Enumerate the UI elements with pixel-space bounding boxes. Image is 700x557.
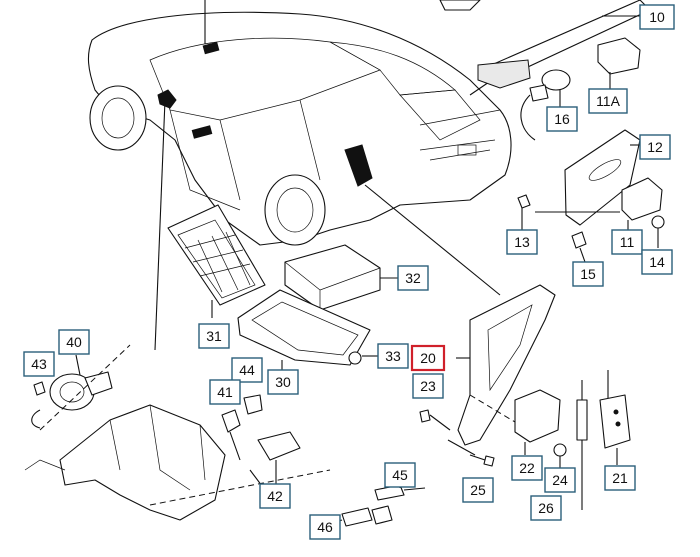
callout-32: 32 — [397, 265, 429, 291]
callout-25: 25 — [462, 477, 494, 503]
switch-41-44 — [221, 394, 263, 461]
svg-text:30: 30 — [275, 374, 291, 390]
callout-44: 44 — [231, 357, 263, 383]
nut-24 — [553, 443, 567, 468]
callout-24: 24 — [544, 467, 576, 493]
svg-text:41: 41 — [217, 384, 233, 400]
bracket-12 — [564, 129, 641, 226]
cover-31 — [167, 204, 266, 318]
bracket-20 — [429, 284, 556, 456]
callout-labels: 10 11A 16 12 13 15 11 14 32 31 30 33 20 … — [23, 4, 675, 540]
svg-text:32: 32 — [405, 270, 421, 286]
callout-46: 46 — [309, 514, 341, 540]
svg-text:21: 21 — [612, 470, 628, 486]
antenna-26 — [576, 380, 588, 510]
svg-text:13: 13 — [514, 234, 530, 250]
callout-41: 41 — [209, 379, 241, 405]
callout-22: 22 — [511, 455, 543, 481]
callout-20: 20 — [410, 344, 446, 372]
bolt-23 — [419, 409, 431, 423]
callout-43: 43 — [23, 351, 55, 377]
connector-46 — [329, 505, 393, 527]
bolt-25 — [469, 454, 495, 467]
callout-33: 33 — [377, 343, 409, 369]
pedal-bracket-assembly — [24, 344, 331, 521]
svg-text:22: 22 — [519, 460, 535, 476]
bolt-13 — [517, 194, 620, 230]
svg-text:24: 24 — [552, 472, 568, 488]
svg-text:14: 14 — [649, 254, 665, 270]
callout-31: 31 — [198, 323, 230, 349]
switch-42 — [257, 431, 301, 485]
bolt-43 — [31, 381, 46, 429]
svg-text:16: 16 — [554, 111, 570, 127]
callout-26: 26 — [530, 495, 562, 521]
housing-30 — [237, 289, 371, 372]
callout-16: 16 — [546, 106, 578, 132]
callout-15: 15 — [572, 261, 604, 287]
callout-45: 45 — [384, 462, 416, 488]
nut-14 — [651, 215, 665, 248]
horn-40 — [49, 354, 113, 411]
svg-text:15: 15 — [580, 266, 596, 282]
callout-21: 21 — [604, 465, 636, 491]
svg-text:44: 44 — [239, 362, 255, 378]
svg-text:23: 23 — [420, 378, 436, 394]
callout-11: 11 — [611, 229, 643, 255]
callout-40: 40 — [58, 329, 90, 355]
svg-text:40: 40 — [66, 334, 82, 350]
svg-text:11A: 11A — [596, 93, 621, 109]
nut-33 — [348, 351, 378, 365]
svg-text:42: 42 — [267, 488, 283, 504]
module-11a — [597, 37, 641, 90]
callout-10: 10 — [639, 4, 675, 30]
svg-text:43: 43 — [31, 356, 47, 372]
module-11 — [621, 177, 663, 232]
svg-text:46: 46 — [317, 519, 333, 535]
bolt-15 — [571, 231, 587, 263]
svg-text:11: 11 — [620, 234, 635, 250]
svg-text:45: 45 — [392, 467, 408, 483]
callout-14: 14 — [641, 249, 673, 275]
svg-text:33: 33 — [385, 348, 401, 364]
svg-text:12: 12 — [647, 139, 663, 155]
callout-12: 12 — [639, 134, 671, 160]
callout-13: 13 — [506, 229, 538, 255]
callout-23: 23 — [412, 373, 444, 399]
module-32 — [284, 244, 398, 311]
svg-text:10: 10 — [649, 9, 665, 25]
callout-11a: 11A — [588, 88, 628, 114]
callout-30: 30 — [267, 369, 299, 395]
svg-text:31: 31 — [206, 328, 222, 344]
svg-text:25: 25 — [470, 482, 486, 498]
callout-42: 42 — [259, 483, 291, 509]
remote-21 — [599, 370, 631, 465]
car-illustration — [87, 0, 512, 351]
svg-text:20: 20 — [420, 350, 436, 366]
svg-text:26: 26 — [538, 500, 554, 516]
module-22 — [514, 389, 561, 455]
